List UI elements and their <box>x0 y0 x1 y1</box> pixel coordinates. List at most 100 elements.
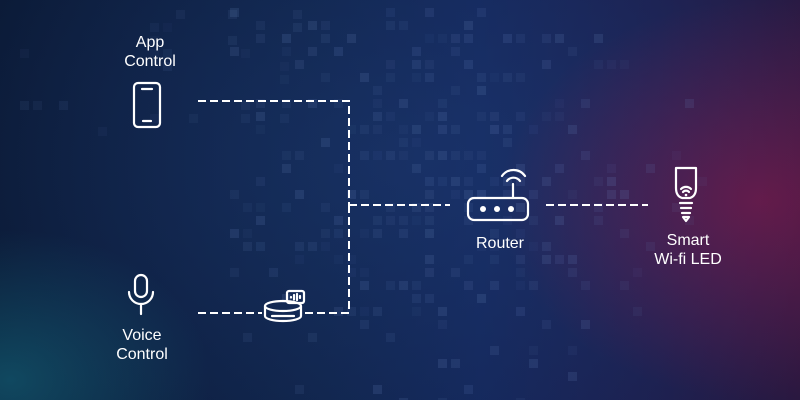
background-pixel <box>334 216 343 225</box>
background-pixel <box>620 190 629 199</box>
background-pixel <box>451 190 460 199</box>
background-pixel <box>594 203 603 212</box>
background-pixel <box>386 112 395 121</box>
background-pixel <box>490 73 499 82</box>
background-pixel <box>555 255 564 264</box>
background-pixel <box>425 60 434 69</box>
background-pixel <box>620 281 629 290</box>
background-pixel <box>334 164 343 173</box>
background-pixel <box>607 190 616 199</box>
background-pixel <box>529 216 538 225</box>
background-pixel <box>295 385 304 394</box>
router-label-text: Router <box>475 235 525 252</box>
background-pixel <box>295 60 304 69</box>
background-pixel <box>425 255 434 264</box>
background-pixel <box>477 86 486 95</box>
background-pixel <box>360 320 369 329</box>
background-pixel <box>438 359 447 368</box>
background-pixel <box>412 307 421 316</box>
background-pixel <box>386 151 395 160</box>
background-pixel <box>516 73 525 82</box>
background-pixel <box>241 49 250 58</box>
background-pixel <box>282 47 291 56</box>
background-pixel <box>360 229 369 238</box>
background-pixel <box>568 268 577 277</box>
background-pixel <box>477 242 486 251</box>
background-pixel <box>386 333 395 342</box>
background-pixel <box>360 73 369 82</box>
app-control-label-line2: Control <box>124 53 176 70</box>
background-pixel <box>373 385 382 394</box>
voice-control-label: Voice Control <box>82 326 202 364</box>
background-pixel <box>399 138 408 147</box>
background-pixel <box>334 307 343 316</box>
background-pixel <box>243 333 252 342</box>
background-pixel <box>529 190 538 199</box>
background-pixel <box>293 10 302 19</box>
background-pixel <box>256 203 265 212</box>
background-pixel <box>451 268 460 277</box>
background-pixel <box>241 101 250 110</box>
background-pixel <box>464 385 473 394</box>
background-pixel <box>308 242 317 251</box>
background-pixel <box>176 10 185 19</box>
app-control-label-line1: App <box>135 34 165 51</box>
background-pixel <box>295 190 304 199</box>
background-pixel <box>98 127 107 136</box>
background-pixel <box>282 164 291 173</box>
background-pixel <box>425 216 434 225</box>
background-pixel <box>451 86 460 95</box>
background-pixel <box>464 255 473 264</box>
background-pixel <box>451 125 460 134</box>
background-pixel <box>256 99 265 108</box>
background-pixel <box>373 86 382 95</box>
background-pixel <box>163 62 172 71</box>
background-pixel <box>280 62 289 71</box>
background-pixel <box>464 216 473 225</box>
background-pixel <box>412 138 421 147</box>
background-pixel <box>295 242 304 251</box>
background-pixel <box>347 34 356 43</box>
background-pixel <box>503 138 512 147</box>
background-pixel <box>568 346 577 355</box>
background-pixel <box>243 242 252 251</box>
background-pixel <box>685 99 694 108</box>
background-pixel <box>425 34 434 43</box>
background-pixel <box>347 190 356 199</box>
background-pixel <box>503 190 512 199</box>
background-pixel <box>386 73 395 82</box>
background-pixel <box>607 60 616 69</box>
background-pixel <box>490 112 499 121</box>
background-pixel <box>347 268 356 277</box>
background-pixel <box>490 125 499 134</box>
background-pixel <box>438 307 447 316</box>
background-pixel <box>334 99 343 108</box>
background-pixel <box>399 125 408 134</box>
background-pixel <box>490 242 499 251</box>
background-pixel <box>438 125 447 134</box>
smart-led-label-line1: Smart <box>666 232 710 249</box>
background-pixel <box>150 114 159 123</box>
background-pixel <box>412 73 421 82</box>
background-pixel <box>256 21 265 30</box>
background-pixel <box>490 281 499 290</box>
background-pixel <box>451 151 460 160</box>
background-pixel <box>464 177 473 186</box>
background-pixel <box>425 151 434 160</box>
background-pixel <box>347 125 356 134</box>
background-pixel <box>438 398 447 400</box>
background-pixel <box>464 34 473 43</box>
background-pixel <box>581 99 590 108</box>
background-pixel <box>633 307 642 316</box>
background-pixel <box>438 112 447 121</box>
background-pixel <box>163 23 172 32</box>
background-pixel <box>386 203 395 212</box>
background-pixel <box>412 47 421 56</box>
background-pixel <box>568 255 577 264</box>
background-pixel <box>150 23 159 32</box>
background-pixel <box>399 151 408 160</box>
app-control-label: App Control <box>90 33 210 71</box>
background-pixel <box>594 177 603 186</box>
